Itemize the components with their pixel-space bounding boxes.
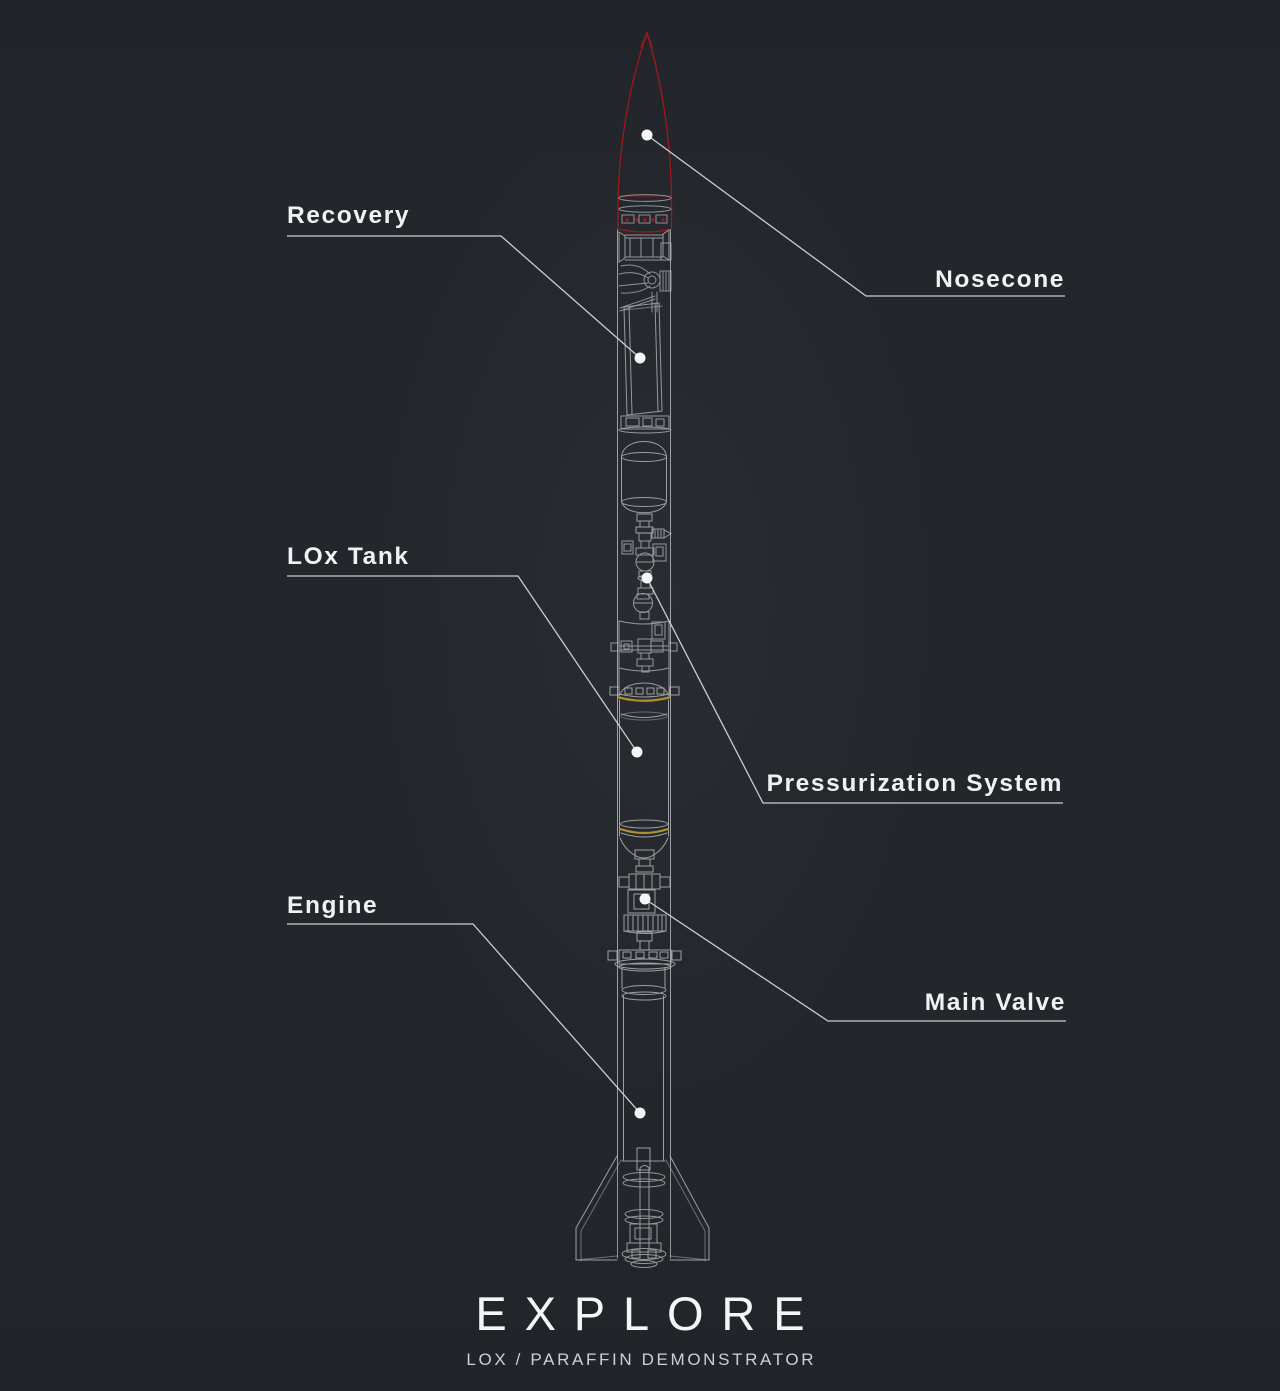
pressurization-plumbing [621,528,673,620]
main-valve-assembly [618,837,671,951]
callout-dot-pressurization [641,572,653,584]
leader-engine [287,923,641,1114]
callout-dot-recovery [634,352,646,364]
callout-dot-engine [634,1107,646,1119]
leader-nosecone [646,134,1065,297]
callout-labels: Recovery Nosecone LOx Tank Pressurizatio… [287,202,1066,1016]
mid-coupler [610,620,678,698]
callout-label-nosecone: Nosecone [935,266,1065,293]
leader-recovery [287,235,641,359]
callout-label-recovery: Recovery [287,202,410,229]
lox-tank-bottom-accent [618,827,670,835]
nosecone-outline [617,31,673,233]
callout-label-engine: Engine [287,892,378,919]
callout-dot-nosecone [641,129,653,141]
rocket-wireframe [575,31,710,1268]
pressurant-tank [621,441,667,534]
fins [575,1155,710,1262]
injector-flange [607,949,682,972]
engine-nozzle [617,1159,671,1268]
callout-dot-main-valve [639,893,651,905]
leader-pressurization [646,577,1063,804]
avionics-truss [618,229,672,263]
callout-leaders [287,129,1066,1119]
lox-tank-body [619,699,669,838]
callout-dot-lox-tank [631,746,643,758]
leader-main-valve [644,898,1066,1022]
leader-lox-tank [287,575,638,753]
combustion-chamber [621,967,667,1171]
poster-subtitle: LOX / PARAFFIN DEMONSTRATOR [466,1350,817,1369]
lox-tank-top-accent [617,696,671,702]
lox-tank-top-dome [609,682,680,698]
callout-label-lox-tank: LOx Tank [287,543,410,570]
poster-title: EXPLORE [475,1287,823,1340]
coupler-ring [618,194,672,224]
title-block: EXPLORE LOX / PARAFFIN DEMONSTRATOR [0,1286,1280,1370]
callout-label-pressurization: Pressurization System [767,770,1063,797]
recovery-bay [618,302,672,434]
callout-label-main-valve: Main Valve [925,989,1066,1016]
